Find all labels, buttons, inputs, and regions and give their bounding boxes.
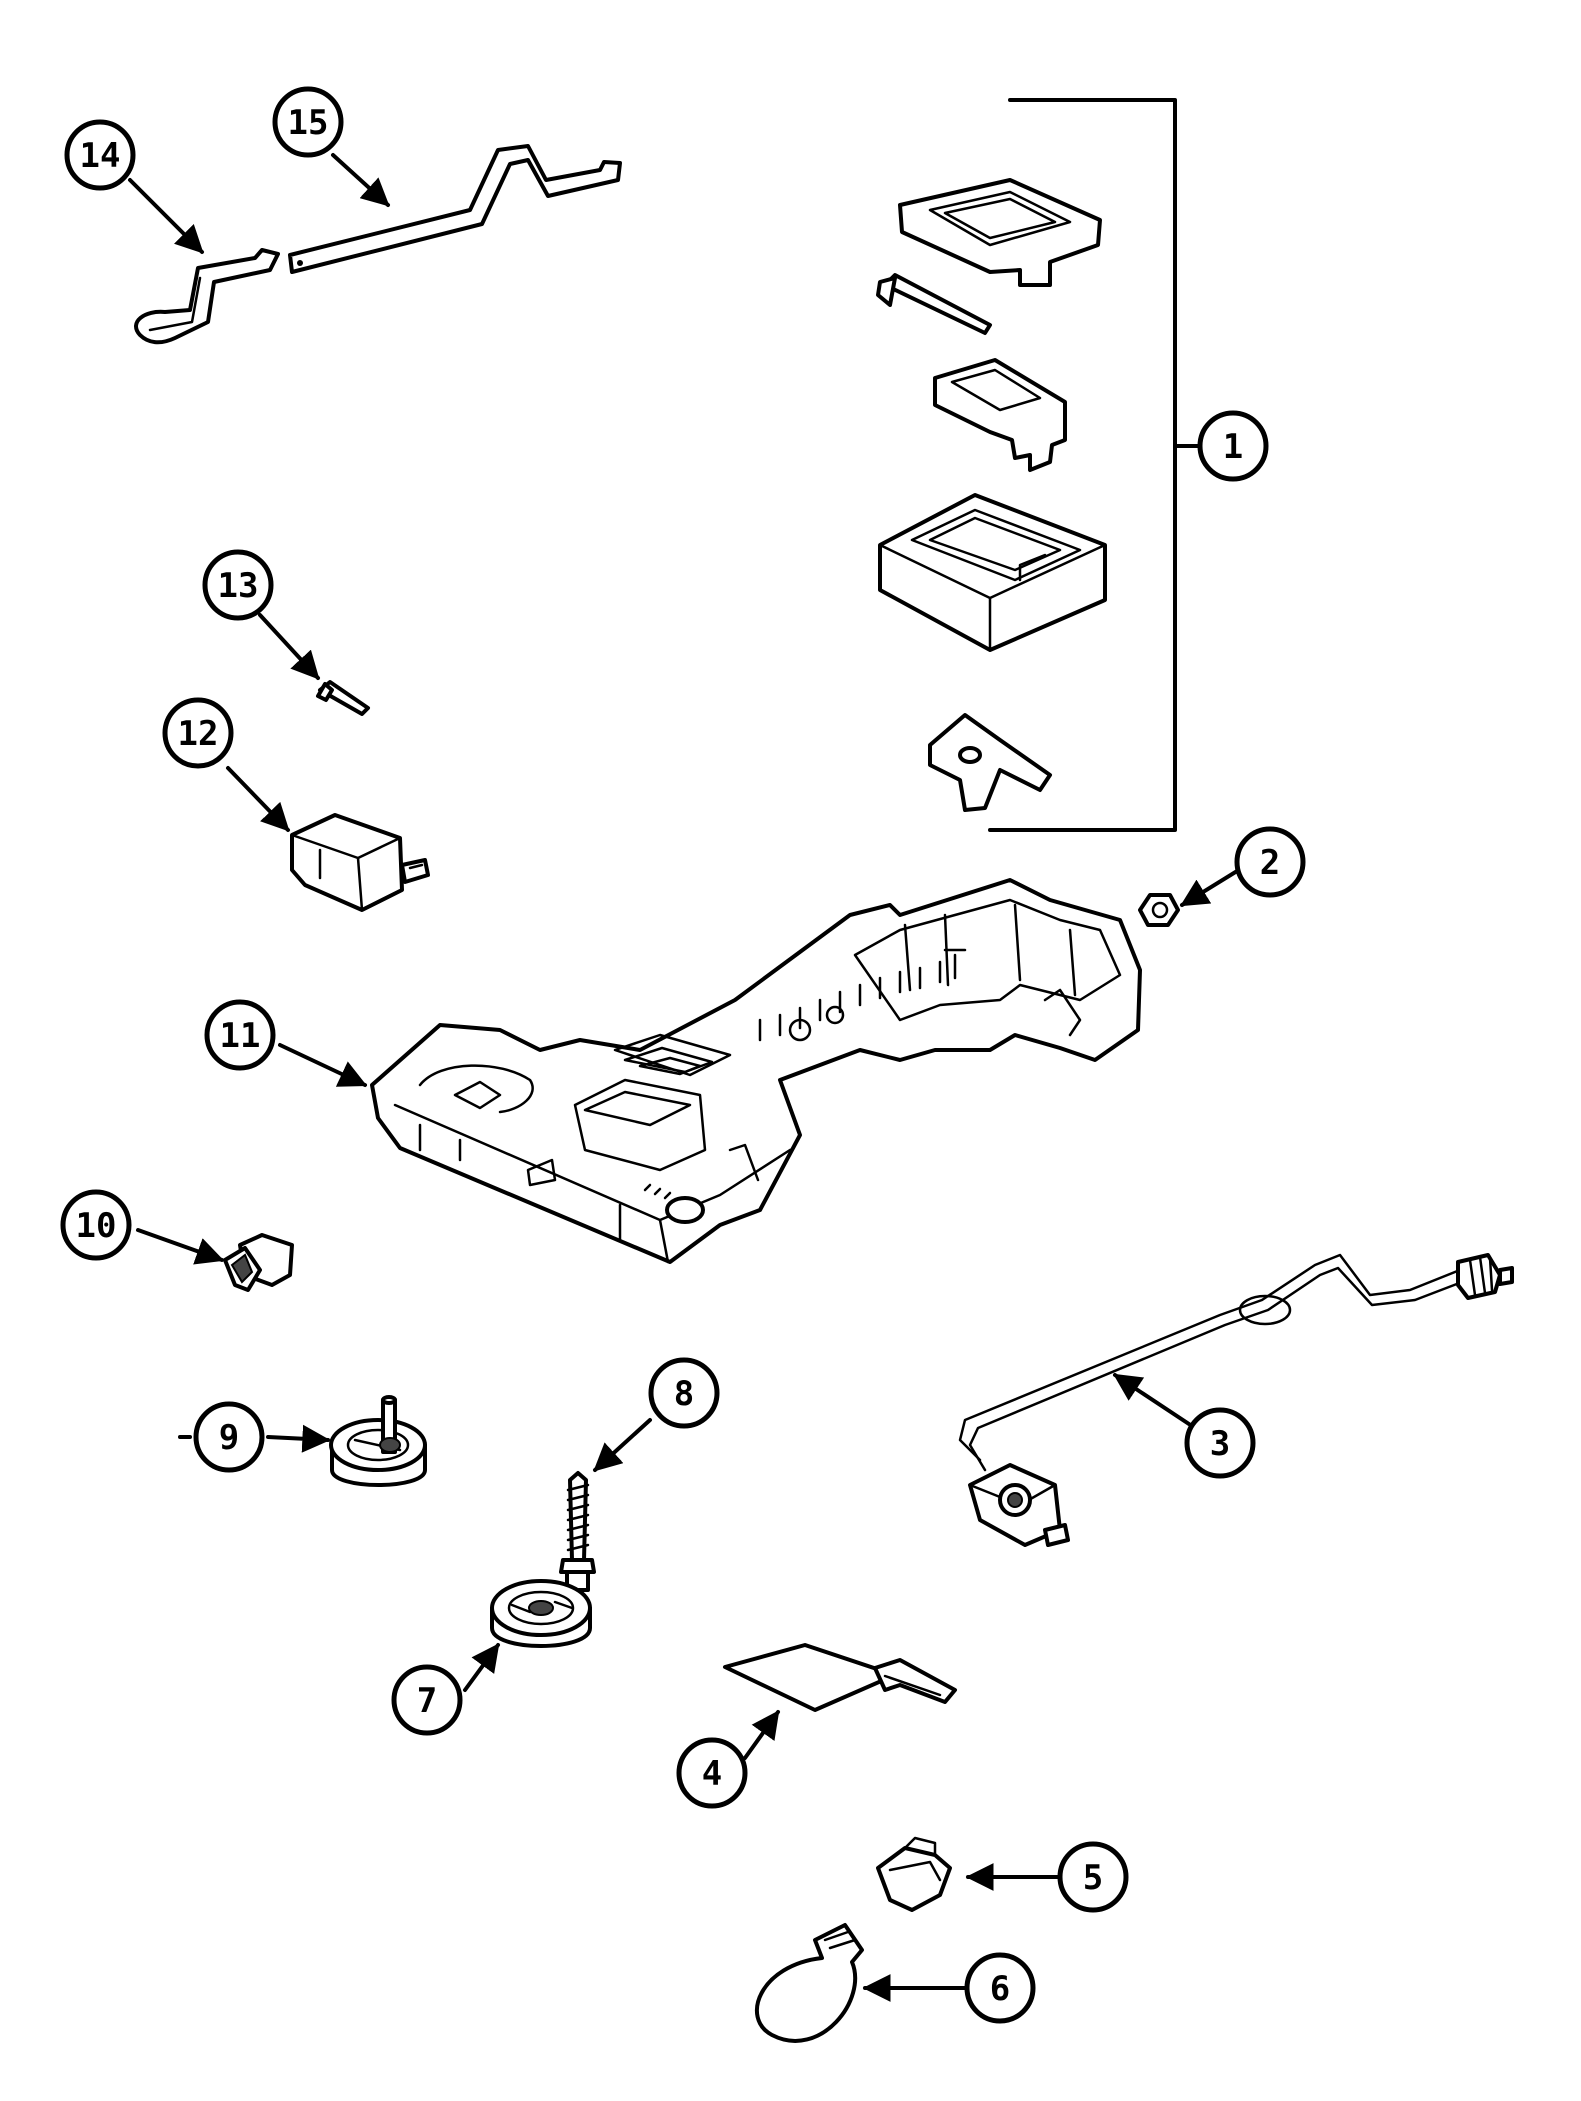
svg-text:13: 13 — [218, 566, 259, 606]
svg-text:12: 12 — [178, 714, 219, 754]
part-10-switch — [223, 1233, 294, 1292]
part-13-pin — [316, 680, 370, 716]
svg-text:3: 3 — [1210, 1424, 1230, 1464]
callout-7: 7 — [391, 1664, 463, 1736]
part-3-harness — [958, 1253, 1514, 1547]
svg-text:6: 6 — [990, 1969, 1010, 2009]
callout-6: 6 — [964, 1952, 1036, 2024]
part-9-wheel — [329, 1395, 427, 1487]
callout-12: 12 — [162, 697, 234, 769]
part-11-housing — [370, 878, 1142, 1264]
leader-9 — [266, 1424, 331, 1453]
leader-8 — [593, 1418, 652, 1472]
callout-9: 9 — [193, 1401, 265, 1473]
leader-11 — [278, 1043, 368, 1087]
leader-7 — [463, 1643, 500, 1692]
part-1-housing — [878, 493, 1107, 652]
svg-text:15: 15 — [288, 103, 329, 143]
svg-text:9: 9 — [219, 1418, 239, 1458]
callout-2: 2 — [1234, 826, 1306, 898]
callout-13: 13 — [202, 549, 274, 621]
svg-text:10: 10 — [76, 1206, 117, 1246]
leader-2 — [1180, 866, 1244, 907]
svg-text:4: 4 — [702, 1754, 722, 1794]
leader-15 — [331, 153, 390, 207]
callout-1: 1 — [1197, 410, 1269, 482]
callout-11: 11 — [204, 999, 276, 1071]
callout-14: 14 — [64, 119, 136, 191]
leader-14 — [128, 178, 204, 254]
part-5-socket — [876, 1836, 952, 1912]
callout-15: 15 — [272, 86, 344, 158]
part-7-wheel — [490, 1579, 592, 1648]
svg-text:2: 2 — [1260, 843, 1280, 883]
leader-13 — [258, 613, 320, 680]
part-1-fan-blade — [928, 713, 1052, 812]
svg-text:14: 14 — [80, 136, 121, 176]
callout-5: 5 — [1057, 1841, 1129, 1913]
part-15-rod — [288, 144, 622, 274]
part-12-motor — [290, 813, 430, 912]
leader-3 — [1113, 1373, 1200, 1432]
svg-text:1: 1 — [1223, 427, 1243, 467]
svg-text:5: 5 — [1083, 1858, 1103, 1898]
leader-10 — [136, 1228, 225, 1265]
part-6-bulb — [754, 1923, 864, 2043]
part-8-screw — [559, 1471, 596, 1592]
leader-4 — [743, 1710, 780, 1760]
callout-4: 4 — [676, 1737, 748, 1809]
callout-10: 10 — [60, 1189, 132, 1261]
bracket-1 — [988, 98, 1177, 832]
svg-text:8: 8 — [674, 1374, 694, 1414]
svg-text:7: 7 — [417, 1681, 437, 1721]
part-4-label — [723, 1643, 957, 1712]
part-14-lever — [134, 248, 280, 345]
svg-text:11: 11 — [220, 1016, 261, 1056]
part-1-chute — [933, 358, 1067, 472]
callout-8: 8 — [648, 1357, 720, 1429]
leader-12 — [226, 766, 290, 832]
part-2-nut — [1138, 893, 1180, 927]
callout-3: 3 — [1184, 1407, 1256, 1479]
part-1-pin — [876, 273, 992, 335]
part-1-cover — [898, 178, 1102, 287]
